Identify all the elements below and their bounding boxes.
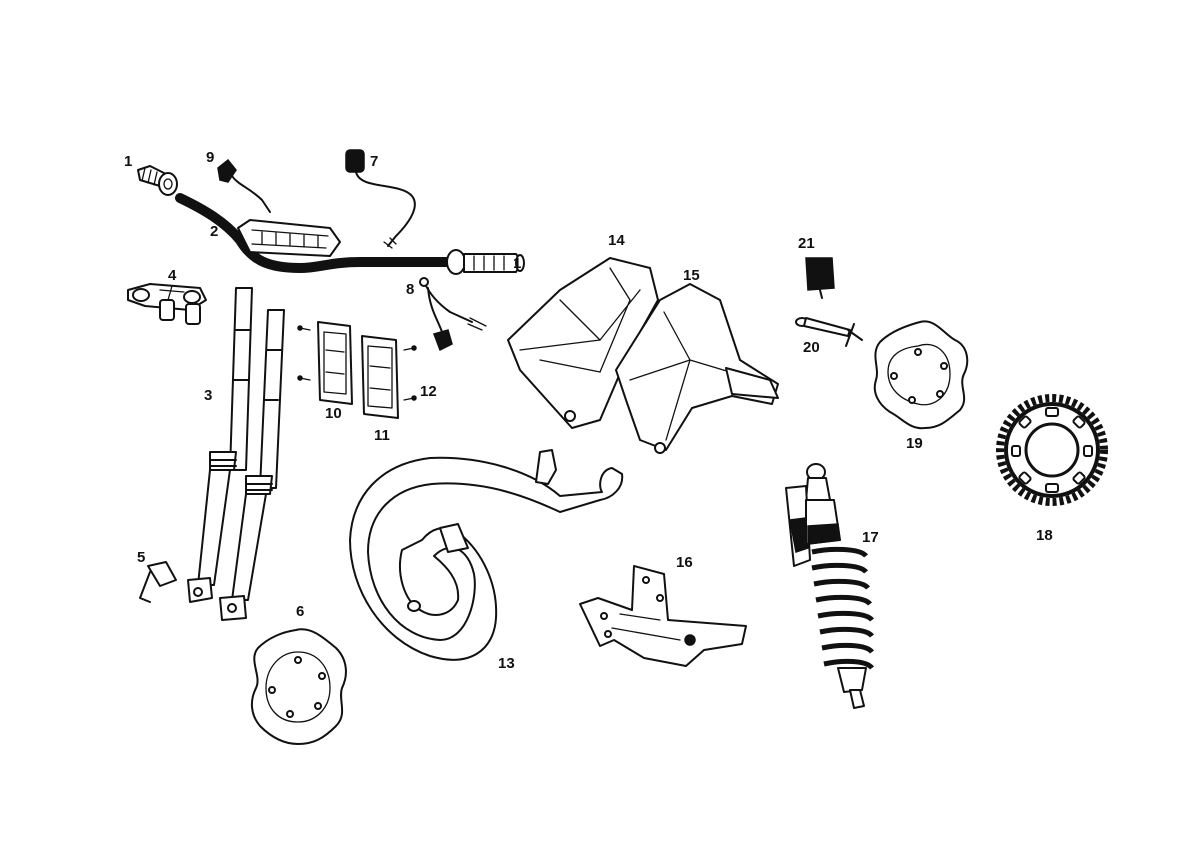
shroud-15 (615, 283, 779, 454)
kill-switch (217, 158, 271, 213)
callout-17: 17 (862, 529, 879, 546)
start-switch (419, 277, 487, 352)
callout-1-left: 1 (124, 153, 132, 170)
callout-19: 19 (906, 435, 923, 452)
callout-18: 18 (1036, 527, 1053, 544)
callout-2: 2 (210, 223, 218, 240)
bracket-16 (579, 565, 747, 667)
grip-right (446, 249, 525, 275)
callout-15: 15 (683, 267, 700, 284)
plate-10 (297, 321, 353, 405)
callout-4: 4 (168, 267, 177, 284)
callout-11: 11 (374, 427, 390, 444)
callout-20: 20 (803, 339, 820, 356)
plate-11 (361, 335, 399, 419)
grip-left (137, 165, 178, 196)
triple-clamp (127, 283, 207, 325)
light-switch (345, 149, 416, 249)
callout-1-right: 1 (513, 255, 521, 272)
callout-16: 16 (676, 554, 693, 571)
cap-21 (805, 257, 835, 299)
callout-14: 14 (608, 232, 625, 249)
callout-21: 21 (798, 235, 815, 252)
callout-7: 7 (370, 153, 378, 170)
shock-absorber-17 (785, 463, 874, 709)
handlebar (175, 193, 455, 274)
exhaust-pipe-13 (349, 449, 624, 661)
screws-12 (403, 345, 417, 401)
callout-9: 9 (206, 149, 214, 166)
fork-leg-right (219, 309, 285, 621)
callout-10: 10 (325, 405, 342, 422)
callout-labels: 1 9 7 2 1 14 15 21 4 8 3 10 11 12 20 19 … (124, 149, 1053, 672)
pin-20 (795, 317, 863, 347)
callout-5: 5 (137, 549, 145, 566)
brake-disc-6 (250, 628, 347, 745)
clamp-5 (139, 561, 177, 603)
callout-13: 13 (498, 655, 515, 672)
callout-6: 6 (296, 603, 304, 620)
sprocket-18 (996, 394, 1108, 506)
brake-disc-19 (873, 320, 969, 430)
callout-3: 3 (204, 387, 212, 404)
fork-leg-left (187, 287, 253, 603)
callout-8: 8 (406, 281, 414, 298)
callout-12: 12 (420, 383, 437, 400)
